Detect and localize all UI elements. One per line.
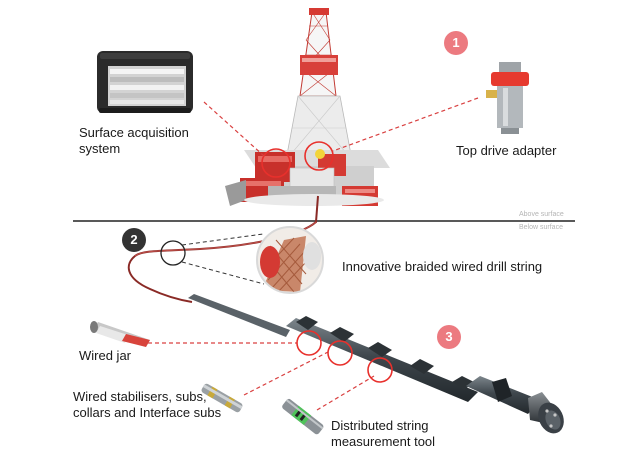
leader-tool — [316, 375, 375, 411]
label-above-surface: Above surface — [519, 211, 564, 218]
badge-3: 3 — [437, 325, 461, 349]
pipe-marker-stabiliser — [327, 340, 353, 366]
label-wired-jar: Wired jar — [79, 348, 132, 363]
label-surface-acquisition: Surface acquisition system — [79, 125, 189, 156]
label-below-surface: Below surface — [519, 224, 563, 231]
label-distributed-tool: Distributed string measurement tool — [331, 418, 436, 449]
acquisition-unit-image — [97, 51, 193, 113]
label-stabilisers: Wired stabilisers, subs, collars and Int… — [73, 389, 222, 420]
pipe-marker-tool — [367, 357, 393, 383]
leader-topdrive — [332, 97, 479, 152]
rig-marker-acquisition — [261, 148, 291, 178]
braided-string-photo — [257, 227, 323, 293]
wired-jar-image — [90, 321, 150, 347]
yellow-pointer — [315, 149, 325, 159]
drilling-rig-image — [225, 8, 390, 206]
braid-zoom-origin — [160, 240, 186, 266]
measurement-tool-image — [282, 398, 324, 435]
badge-2: 2 — [122, 228, 146, 252]
badge-1: 1 — [444, 31, 468, 55]
drill-bit — [528, 392, 564, 434]
rig-marker-topdrive — [304, 141, 334, 171]
top-drive-adapter-image — [486, 62, 529, 134]
drill-string-pipe — [188, 294, 540, 414]
label-braided-string: Innovative braided wired drill string — [342, 259, 543, 274]
wired-stabiliser-image — [201, 383, 243, 413]
label-top-drive-adapter: Top drive adapter — [456, 143, 557, 158]
pipe-marker-jar — [296, 330, 322, 356]
leader-acquisition — [203, 101, 265, 157]
leader-stabilisers — [243, 351, 329, 396]
